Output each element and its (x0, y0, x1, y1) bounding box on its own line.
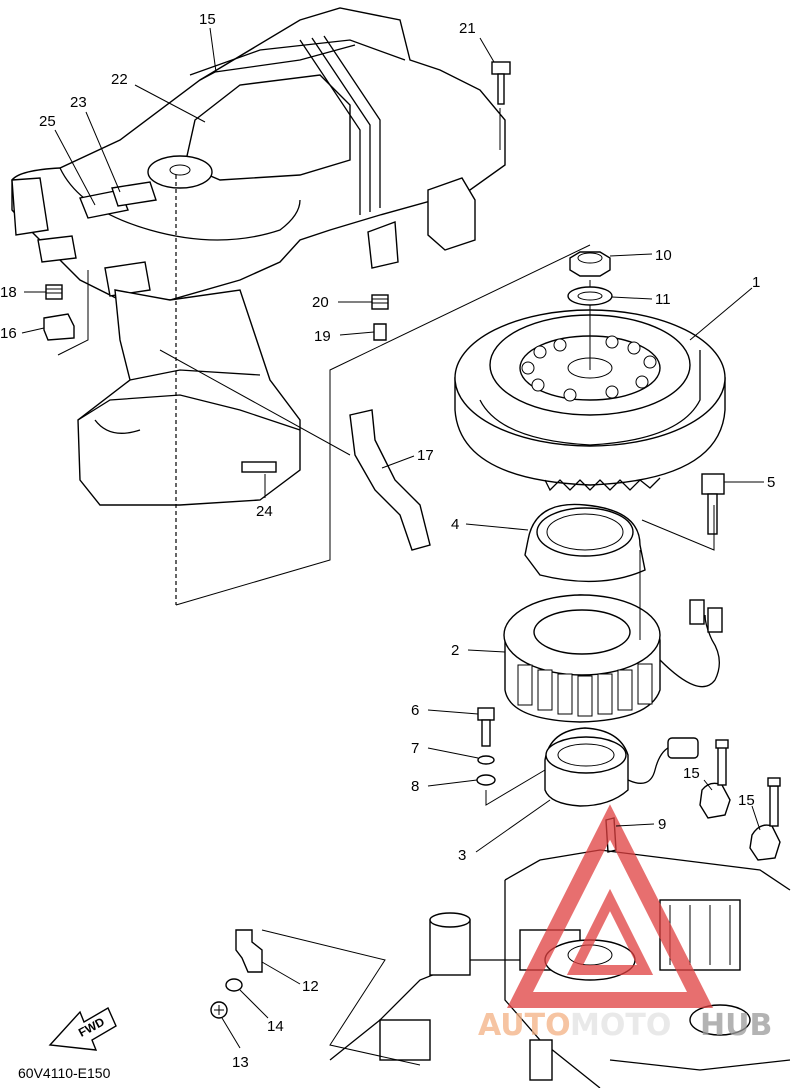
callout-20: 19 (314, 328, 331, 345)
watermark: AUTO MOTO HUB (478, 804, 772, 1043)
screw-13 (210, 1001, 228, 1019)
lower-cover (77, 289, 301, 506)
watermark-auto: AUTO (478, 1008, 571, 1043)
callout-22: 21 (459, 20, 476, 37)
callout-5: 5 (767, 474, 775, 491)
callouts: 15 21 22 23 25 18 16 20 19 10 11 1 (0, 11, 775, 1071)
callout-17: 16 (0, 325, 17, 342)
callout-1: 1 (752, 274, 760, 291)
clamp-15a (699, 739, 731, 819)
callout-14: 14 (267, 1018, 284, 1035)
nut-10 (569, 251, 611, 277)
callout-16: 15 (199, 11, 216, 28)
bolt-5 (701, 473, 725, 535)
block-17 (43, 313, 75, 341)
callout-6: 6 (411, 702, 419, 719)
bracket-18 (349, 409, 431, 551)
callout-18: 17 (417, 447, 434, 464)
callout-13: 13 (232, 1054, 249, 1071)
fwd-arrow-icon: FWD (48, 1007, 117, 1051)
washer-14 (225, 978, 243, 992)
watermark-hub: HUB (700, 1008, 772, 1043)
spring-19 (45, 284, 63, 300)
screw-6 (477, 707, 495, 747)
pulser-coil (544, 727, 699, 807)
collar-20 (373, 323, 387, 341)
bolt-22 (491, 61, 511, 105)
callout-23: 22 (111, 71, 128, 88)
callout-19: 18 (0, 284, 17, 301)
stator (503, 594, 723, 723)
clamp-15b (749, 777, 781, 861)
callout-12: 12 (302, 978, 319, 995)
callout-9: 9 (658, 816, 666, 833)
callout-4: 4 (451, 516, 459, 533)
callout-15a: 15 (683, 765, 700, 782)
callout-2: 2 (451, 642, 459, 659)
ring-plate-4 (524, 503, 646, 583)
drawing-code: 60V4110-E150 (18, 1065, 111, 1081)
clip-12 (235, 929, 263, 973)
callout-15b: 15 (738, 792, 755, 809)
watermark-moto: MOTO (570, 1008, 671, 1043)
callout-25: 24 (256, 503, 273, 520)
callout-7: 7 (411, 740, 419, 757)
callout-26: 25 (39, 113, 56, 130)
callout-8: 8 (411, 778, 419, 795)
flywheel-cover (11, 7, 506, 301)
washer-7 (477, 755, 495, 765)
watermark-triangle-icon (506, 804, 714, 1008)
callout-21: 20 (312, 294, 329, 311)
callout-11: 11 (655, 291, 671, 308)
washer-8 (476, 774, 496, 786)
washer-11 (567, 286, 613, 306)
spring-21 (371, 294, 389, 310)
callout-3: 3 (458, 847, 466, 864)
callout-24: 23 (70, 94, 87, 111)
engine-block (329, 849, 791, 1088)
callout-10: 10 (655, 247, 672, 264)
